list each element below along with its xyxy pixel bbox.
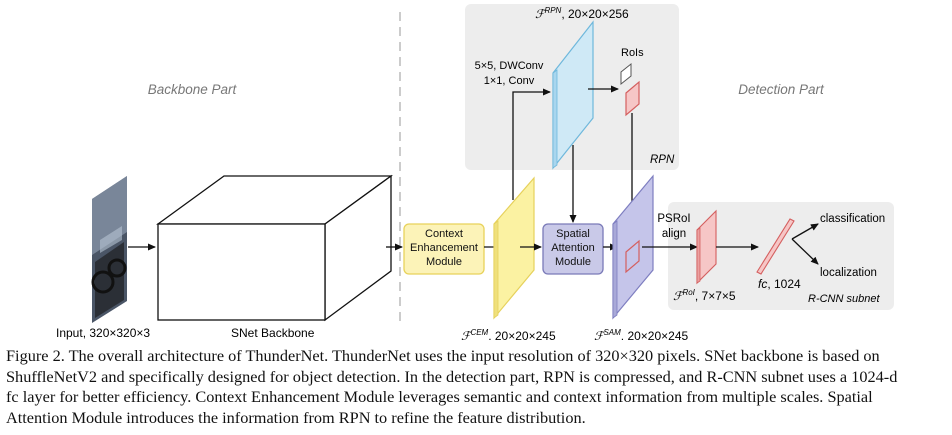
spatial-attention-module: Spatial Attention Module [542, 223, 604, 275]
caption-line-2: ShuffleNetV2 and specifically designed f… [6, 366, 898, 386]
figure-caption: Figure 2. The overall architecture of Th… [6, 346, 946, 428]
roi-small-icon [620, 62, 632, 86]
f-cem-label: ℱCEM, 20×20×245 [461, 328, 556, 340]
svg-text:Module: Module [555, 256, 591, 268]
context-enhancement-module: Context Enhancement Module [403, 223, 485, 275]
rois-label: RoIs [621, 47, 644, 59]
psroi-label-2: align [662, 228, 686, 240]
snet-backbone-box [156, 174, 393, 322]
caption-line-3: fc layer for better efficiency. Context … [6, 387, 873, 407]
fc-layer [756, 218, 795, 275]
input-label: Input, 320×320×3 [56, 326, 150, 340]
conv-label-2: 1×1, Conv [484, 75, 535, 87]
classification-label: classification [820, 213, 885, 225]
arrow-fc-classification [791, 223, 819, 240]
backbone-part-label: Backbone Part [148, 82, 238, 97]
rcnn-subnet-label: R-CNN subnet [808, 293, 880, 305]
f-sam-label: ℱSAM, 20×20×245 [594, 328, 689, 340]
architecture-diagram: Backbone Part Detection Part Input, 320×… [56, 4, 894, 340]
arrow-fcem-rpn [512, 88, 551, 200]
roi-projection-box [625, 239, 640, 274]
psroi-label-1: PSRoI [657, 213, 690, 225]
conv-label-1: 5×5, DWConv [475, 60, 544, 72]
svg-text:Attention: Attention [551, 242, 594, 254]
rcnn-panel [668, 202, 894, 310]
f-rpn-label: ℱRPN, 20×20×256 [535, 6, 629, 21]
rpn-label: RPN [650, 154, 675, 166]
input-image [91, 176, 127, 323]
roi-red-box [625, 80, 640, 117]
svg-text:Enhancement: Enhancement [410, 242, 478, 254]
svg-text:Module: Module [426, 256, 462, 268]
detection-part-label: Detection Part [738, 82, 825, 97]
f-cem-feature-map [493, 176, 535, 320]
caption-line-4: Attention Module introduces the informat… [6, 407, 586, 427]
arrow-fc-localization [791, 238, 819, 265]
fc-label: fc, 1024 [758, 277, 801, 291]
svg-text:Context: Context [425, 228, 463, 240]
svg-text:Spatial: Spatial [556, 228, 590, 240]
caption-line-1: Figure 2. The overall architecture of Th… [6, 346, 880, 365]
f-roi-label: ℱRoI, 7×7×5 [673, 288, 736, 303]
localization-label: localization [820, 267, 877, 279]
snet-backbone-label: SNet Backbone [231, 326, 315, 340]
